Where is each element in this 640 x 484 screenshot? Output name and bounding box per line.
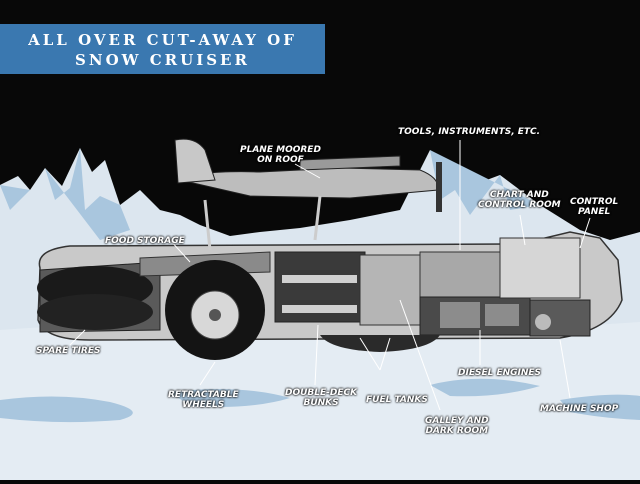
plane-tail-strut — [203, 199, 212, 251]
plane-tail — [174, 138, 216, 184]
galley-room — [359, 254, 421, 326]
label-spare-tires: SPARE TIRES — [36, 346, 101, 356]
title-banner: ALL OVER CUT-AWAY OF SNOW CRUISER — [0, 24, 325, 74]
spare-tire-lower — [37, 294, 153, 330]
diesel-engine-1 — [440, 302, 480, 328]
leader-lines — [69, 140, 591, 411]
lower-bunk — [282, 305, 357, 313]
diesel-engine-2 — [485, 304, 519, 326]
label-diesel-engines: DIESEL ENGINES — [458, 368, 542, 378]
plane-propeller — [436, 162, 442, 212]
wheel-axle — [209, 309, 221, 321]
plane-strut — [313, 195, 322, 241]
title-line-1: ALL OVER CUT-AWAY OF — [28, 31, 297, 49]
fuel-tank — [320, 335, 440, 352]
title-line-2: SNOW CRUISER — [75, 51, 250, 69]
machine-shop-lathe — [535, 314, 551, 330]
control-room — [499, 237, 581, 299]
label-tools: TOOLS, INSTRUMENTS, ETC. — [398, 127, 541, 137]
ice-patches — [0, 378, 640, 423]
label-fuel-tanks: FUEL TANKS — [366, 395, 428, 405]
upper-bunk — [282, 275, 357, 283]
label-food-storage: FOOD STORAGE — [105, 236, 185, 246]
tool-cabinets — [419, 251, 501, 298]
label-machine-shop: MACHINE SHOP — [540, 404, 619, 414]
